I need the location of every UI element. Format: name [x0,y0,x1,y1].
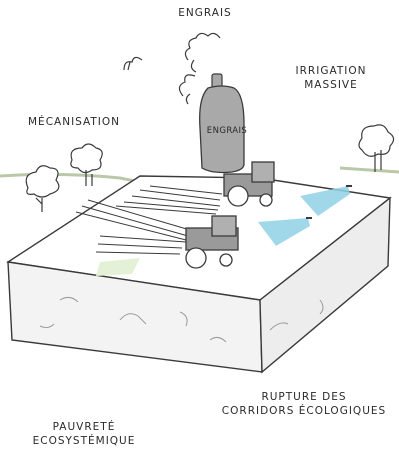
tree-icon [71,144,102,186]
smoke-icon [124,57,142,70]
label-irrigation-line2: MASSIVE [276,78,386,92]
tree-icon [359,125,394,172]
label-rupture-line2: CORRIDORS ÉCOLOGIQUES [214,404,394,418]
label-tank: ENGRAIS [201,124,253,138]
label-irrigation: IRRIGATION MASSIVE [276,64,386,92]
label-irrigation-line1: IRRIGATION [276,64,386,78]
tree-icon [26,166,59,212]
label-rupture: RUPTURE DES CORRIDORS ÉCOLOGIQUES [214,390,394,418]
horizon-line [0,174,140,182]
label-pauvrete-line2: ECOSYSTÉMIQUE [24,434,144,448]
horizon-line-right [340,168,399,172]
label-engrais: ENGRAIS [170,6,240,20]
label-rupture-line1: RUPTURE DES [214,390,394,404]
label-pauvrete: PAUVRETÉ ECOSYSTÉMIQUE [24,420,144,448]
label-pauvrete-line1: PAUVRETÉ [24,420,144,434]
label-mecanisation: MÉCANISATION [28,115,120,129]
